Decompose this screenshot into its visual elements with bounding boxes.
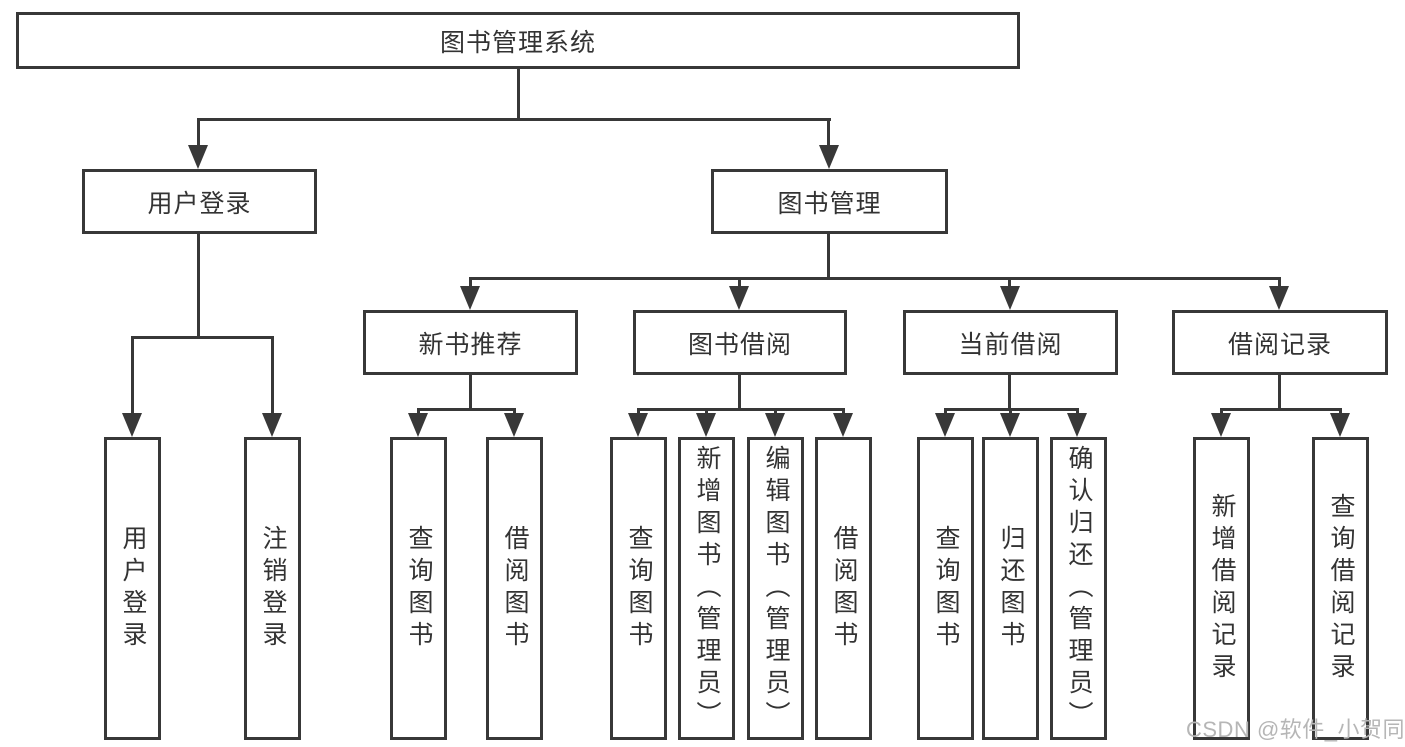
arrowhead-down-icon <box>1000 286 1020 310</box>
node-user-login: 用户登录 <box>82 169 317 234</box>
connector <box>417 408 516 411</box>
connector <box>774 408 777 413</box>
leaf-label: 确认归还（管理员） <box>1065 444 1093 733</box>
arrowhead-down-icon <box>1269 286 1289 310</box>
leaf-label: 查询图书 <box>932 524 960 653</box>
connector <box>469 277 1281 280</box>
arrowhead-down-icon <box>1000 413 1020 437</box>
node-library-management-system: 图书管理系统 <box>16 12 1020 69</box>
arrowhead-down-icon <box>1211 413 1231 437</box>
connector <box>271 336 274 413</box>
arrowhead-down-icon <box>188 145 208 169</box>
connector <box>944 408 947 413</box>
leaf-borrow-books-recommend: 借阅图书 <box>486 437 543 740</box>
leaf-query-books-current: 查询图书 <box>917 437 974 740</box>
connector <box>637 408 845 411</box>
connector <box>197 118 200 145</box>
node-borrowing-records: 借阅记录 <box>1172 310 1388 375</box>
connector <box>197 234 200 336</box>
connector <box>1008 375 1011 408</box>
leaf-label: 查询图书 <box>405 524 433 653</box>
leaf-label: 查询图书 <box>625 524 653 653</box>
connector <box>1076 408 1079 413</box>
arrowhead-down-icon <box>408 413 428 437</box>
arrowhead-down-icon <box>1067 413 1087 437</box>
leaf-logout: 注销登录 <box>244 437 301 740</box>
leaf-label: 归还图书 <box>997 524 1025 653</box>
connector <box>513 408 516 413</box>
leaf-query-books-recommend: 查询图书 <box>390 437 447 740</box>
arrowhead-down-icon <box>696 413 716 437</box>
connector <box>827 118 830 145</box>
leaf-label: 新增借阅记录 <box>1208 492 1236 685</box>
arrowhead-down-icon <box>935 413 955 437</box>
connector <box>131 336 274 339</box>
connector <box>469 375 472 408</box>
leaf-label: 借阅图书 <box>501 524 529 653</box>
connector <box>1220 408 1223 413</box>
leaf-edit-books-admin: 编辑图书（管理员） <box>747 437 804 740</box>
connector <box>1278 375 1281 408</box>
arrowhead-down-icon <box>1330 413 1350 437</box>
connector <box>131 336 134 413</box>
leaf-borrow-books: 借阅图书 <box>815 437 872 740</box>
arrowhead-down-icon <box>460 286 480 310</box>
arrowhead-down-icon <box>833 413 853 437</box>
arrowhead-down-icon <box>122 413 142 437</box>
leaf-confirm-return-admin: 确认归还（管理员） <box>1050 437 1107 740</box>
node-book-borrowing: 图书借阅 <box>633 310 847 375</box>
connector <box>842 408 845 413</box>
connector <box>827 234 830 277</box>
connector <box>417 408 420 413</box>
leaf-return-books: 归还图书 <box>982 437 1039 740</box>
leaf-label: 编辑图书（管理员） <box>762 444 790 733</box>
csdn-watermark: CSDN @软件_小贺同学 <box>1186 717 1405 742</box>
connector <box>1009 408 1012 413</box>
leaf-query-books-borrowing: 查询图书 <box>610 437 667 740</box>
leaf-label: 注销登录 <box>259 524 287 653</box>
leaf-user-login: 用户登录 <box>104 437 161 740</box>
node-book-management: 图书管理 <box>711 169 948 234</box>
connector <box>738 277 741 286</box>
leaf-add-borrow-record: 新增借阅记录 <box>1193 437 1250 740</box>
leaf-label: 查询借阅记录 <box>1327 492 1355 685</box>
arrowhead-down-icon <box>729 286 749 310</box>
leaf-label: 借阅图书 <box>830 524 858 653</box>
leaf-query-borrow-record: 查询借阅记录 <box>1312 437 1369 740</box>
node-new-book-recommend: 新书推荐 <box>363 310 578 375</box>
connector <box>1339 408 1342 413</box>
node-current-borrowing: 当前借阅 <box>903 310 1118 375</box>
arrowhead-down-icon <box>819 145 839 169</box>
connector <box>738 375 741 408</box>
arrowhead-down-icon <box>262 413 282 437</box>
arrowhead-down-icon <box>628 413 648 437</box>
connector <box>637 408 640 413</box>
leaf-add-books-admin: 新增图书（管理员） <box>678 437 735 740</box>
connector <box>1278 277 1281 286</box>
connector <box>517 69 520 118</box>
leaf-label: 用户登录 <box>119 524 147 653</box>
connector <box>197 118 831 121</box>
arrowhead-down-icon <box>504 413 524 437</box>
leaf-label: 新增图书（管理员） <box>693 444 721 733</box>
connector <box>1008 277 1011 286</box>
connector <box>469 277 472 286</box>
arrowhead-down-icon <box>765 413 785 437</box>
connector <box>705 408 708 413</box>
connector <box>1220 408 1342 411</box>
